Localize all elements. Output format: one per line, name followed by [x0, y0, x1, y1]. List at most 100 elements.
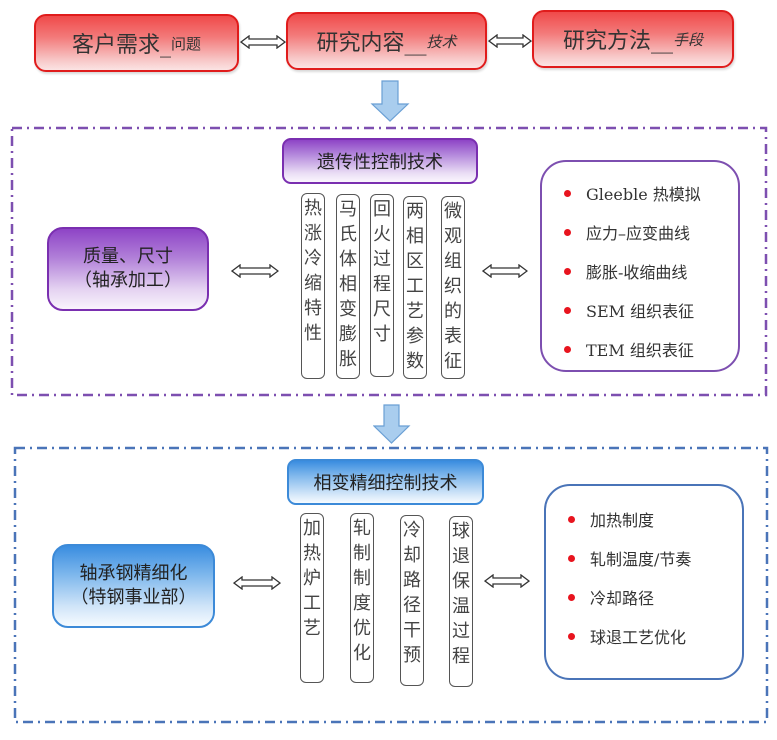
phase-control-header: 相变精细控制技术: [287, 459, 484, 505]
column-char: 却: [403, 545, 421, 566]
genetic-control-header: 遗传性控制技术: [282, 138, 478, 184]
method-label: 冷却路径: [590, 589, 655, 608]
bullet-dot-icon: [564, 190, 571, 197]
technique-column: 加热炉工艺: [300, 513, 324, 683]
column-char: 胀: [339, 349, 357, 370]
method-item: 冷却路径: [568, 588, 742, 627]
bearing-steel-box: 轴承钢精细化 （特钢事业部）: [52, 544, 215, 628]
column-char: 加: [303, 518, 321, 539]
bullet-dot-icon: [568, 594, 575, 601]
column-char: 涨: [304, 223, 322, 244]
bullet-dot-icon: [568, 633, 575, 640]
method-item: 轧制温度/节奏: [568, 549, 742, 588]
column-char: 保: [452, 571, 470, 592]
quality-size-box: 质量、尺寸 （轴承加工）: [47, 227, 209, 311]
column-char: 变: [339, 299, 357, 320]
phase-control-title: 相变精细控制技术: [313, 473, 458, 494]
bearing-steel-line2: （特钢事业部）: [70, 587, 197, 608]
quality-size-line2: （轴承加工）: [74, 270, 182, 291]
column-char: 轧: [353, 518, 371, 539]
method-label: Gleeble 热模拟: [586, 185, 701, 204]
technique-column: 冷却路径干预: [400, 515, 424, 686]
method-item: 球退工艺优化: [568, 627, 742, 666]
column-char: 程: [373, 274, 391, 295]
column-char: 艺: [303, 618, 321, 639]
genetic-methods-box: Gleeble 热模拟 应力–应变曲线 膨胀-收缩曲线 SEM 组织表征 TEM…: [540, 160, 740, 372]
column-char: 膨: [339, 324, 357, 345]
column-char: 性: [304, 323, 322, 344]
technique-column: 微观组织的表征: [441, 196, 465, 379]
research-content-sub: 技术: [426, 32, 457, 51]
column-char: 工: [406, 276, 424, 297]
phase-methods-box: 加热制度 轧制温度/节奏 冷却路径 球退工艺优化: [544, 484, 744, 680]
column-char: 过: [373, 249, 391, 270]
double-arrow-icon: [482, 264, 528, 278]
research-method-box: 研究方法__手段: [532, 10, 734, 68]
column-char: 干: [403, 620, 421, 641]
column-char: 组: [444, 251, 462, 272]
column-char: 程: [452, 646, 470, 667]
column-char: 相: [406, 226, 424, 247]
column-char: 优: [353, 618, 371, 639]
method-label: 加热制度: [590, 511, 655, 530]
column-char: 马: [339, 199, 357, 220]
column-char: 回: [373, 199, 391, 220]
column-char: 预: [403, 645, 421, 666]
bullet-dot-icon: [564, 307, 571, 314]
research-method-sub: 手段: [673, 30, 704, 49]
double-arrow-icon: [484, 574, 530, 588]
research-content-label: 研究内容__: [316, 31, 427, 56]
column-char: 体: [339, 249, 357, 270]
column-char: 征: [444, 351, 462, 372]
column-char: 冷: [304, 248, 322, 269]
phase-control-frame: [13, 446, 769, 724]
column-char: 微: [444, 201, 462, 222]
column-char: 路: [403, 570, 421, 591]
genetic-control-frame: [10, 126, 768, 397]
method-item: SEM 组织表征: [564, 301, 738, 340]
column-char: 相: [339, 274, 357, 295]
double-arrow-icon: [240, 35, 286, 49]
column-char: 两: [406, 201, 424, 222]
column-char: 热: [304, 198, 322, 219]
double-arrow-icon: [231, 264, 279, 278]
bullet-dot-icon: [568, 555, 575, 562]
column-char: 区: [406, 251, 424, 272]
technique-column: 轧制制度优化: [350, 513, 374, 683]
column-char: 制: [353, 543, 371, 564]
column-char: 的: [444, 301, 462, 322]
method-item: 应力–应变曲线: [564, 223, 738, 262]
column-char: 寸: [373, 324, 391, 345]
method-item: Gleeble 热模拟: [564, 184, 738, 223]
method-label: 轧制温度/节奏: [590, 550, 692, 569]
technique-column: 马氏体相变膨胀: [336, 194, 360, 379]
method-label: TEM 组织表征: [586, 341, 694, 360]
down-arrow-icon: [373, 404, 411, 444]
technique-column: 两相区工艺参数: [403, 196, 427, 379]
customer-need-box: 客户需求_问题: [34, 14, 239, 72]
technique-column: 热涨冷缩特性: [301, 193, 325, 379]
method-label: 膨胀-收缩曲线: [586, 263, 688, 282]
method-label: SEM 组织表征: [586, 302, 695, 321]
method-item: TEM 组织表征: [564, 340, 738, 379]
column-char: 制: [353, 568, 371, 589]
column-char: 表: [444, 326, 462, 347]
column-char: 火: [373, 224, 391, 245]
quality-size-line1: 质量、尺寸: [83, 246, 173, 267]
research-content-box: 研究内容__技术: [286, 12, 487, 70]
double-arrow-icon: [488, 34, 532, 48]
technique-column: 回火过程尺寸: [370, 194, 394, 377]
column-char: 热: [303, 543, 321, 564]
column-char: 数: [406, 351, 424, 372]
column-char: 炉: [303, 568, 321, 589]
column-char: 参: [406, 326, 424, 347]
column-char: 过: [452, 621, 470, 642]
column-char: 冷: [403, 520, 421, 541]
method-item: 膨胀-收缩曲线: [564, 262, 738, 301]
column-char: 球: [452, 521, 470, 542]
column-char: 特: [304, 298, 322, 319]
method-label: 球退工艺优化: [590, 628, 687, 647]
column-char: 工: [303, 593, 321, 614]
column-char: 氏: [339, 224, 357, 245]
genetic-control-title: 遗传性控制技术: [317, 152, 443, 173]
